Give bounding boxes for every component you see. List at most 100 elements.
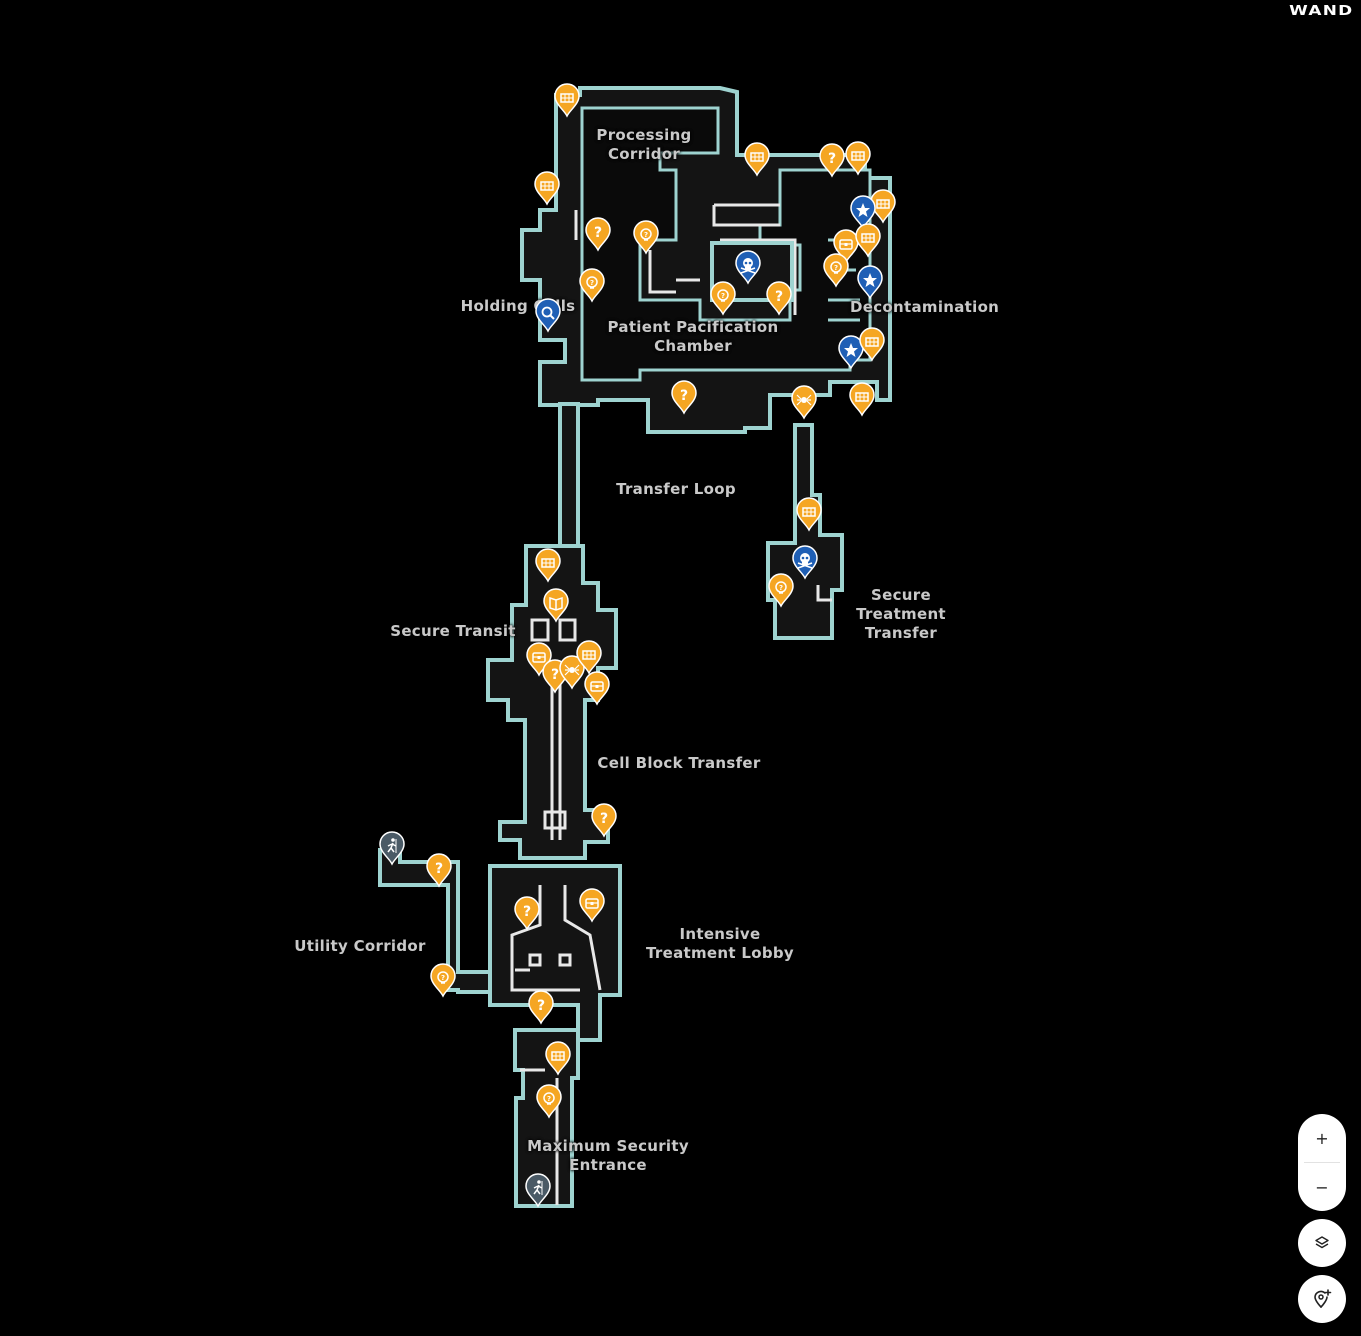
svg-text:?: ? (680, 388, 688, 404)
zoom-divider (1304, 1162, 1340, 1163)
svg-text:?: ? (828, 151, 836, 167)
map-marker-mystery[interactable]: ? (819, 143, 845, 178)
floorplan (378, 86, 892, 1208)
map-marker-mystery[interactable]: ? (671, 380, 697, 415)
region-label-secure-transit: Secure Transit (390, 622, 516, 640)
add-marker-button[interactable] (1298, 1275, 1346, 1323)
lightbulb-icon: ? (640, 228, 652, 241)
question-icon: ? (775, 289, 783, 305)
map-marker-collectible[interactable] (744, 142, 770, 177)
book-icon (549, 596, 563, 611)
add-pin-icon (1314, 1289, 1332, 1308)
region-label-transfer-loop: Transfer Loop (616, 480, 736, 498)
map-marker-mystery[interactable]: ? (514, 896, 540, 931)
map-marker-collectible[interactable] (849, 382, 875, 417)
map-marker-hint[interactable]: ? (633, 220, 659, 255)
region-label-processing-corridor: Processing Corridor (596, 126, 692, 163)
map-marker-objective[interactable] (838, 335, 864, 370)
layers-control (1298, 1219, 1346, 1267)
question-icon: ? (828, 151, 836, 167)
map-marker-collectible[interactable] (545, 1041, 571, 1076)
map-marker-creature[interactable] (791, 385, 817, 420)
question-icon: ? (537, 998, 545, 1014)
question-icon: ? (551, 667, 559, 683)
lightbulb-icon: ? (586, 276, 598, 289)
map-marker-mystery[interactable]: ? (585, 217, 611, 252)
skull-icon (740, 258, 756, 274)
map-marker-collectible[interactable] (870, 189, 896, 224)
zoom-in-button[interactable]: + (1315, 1128, 1329, 1148)
svg-text:?: ? (441, 974, 445, 982)
map-marker-mystery[interactable]: ? (426, 853, 452, 888)
layers-button[interactable] (1298, 1219, 1346, 1267)
question-icon: ? (435, 861, 443, 877)
chest-icon (532, 652, 546, 663)
map-marker-mystery[interactable]: ? (766, 281, 792, 316)
map-marker-collectible[interactable] (855, 223, 881, 258)
svg-text:?: ? (551, 667, 559, 683)
svg-text:?: ? (721, 292, 725, 300)
lightbulb-icon: ? (830, 261, 842, 274)
map-marker-hint[interactable]: ? (536, 1084, 562, 1119)
svg-text:?: ? (775, 289, 783, 305)
map-marker-collectible[interactable] (576, 640, 602, 675)
crate-icon (876, 199, 890, 209)
star-icon (844, 343, 858, 357)
exit-icon (387, 838, 397, 853)
map-marker-loot[interactable] (584, 671, 610, 706)
map-marker-lore[interactable] (543, 588, 569, 623)
map-marker-collectible[interactable] (554, 83, 580, 118)
map-marker-mystery[interactable]: ? (528, 990, 554, 1025)
spider-icon (796, 394, 812, 406)
crate-icon (865, 337, 879, 347)
map-marker-boss[interactable] (735, 250, 761, 285)
region-label-maximum-security-entrance: Maximum Security Entrance (527, 1137, 689, 1174)
crate-icon (861, 233, 875, 243)
map-marker-hint[interactable]: ? (768, 573, 794, 608)
map-marker-creature[interactable] (559, 655, 585, 690)
map-marker-exit[interactable] (525, 1173, 551, 1208)
zoom-control: + − (1298, 1114, 1346, 1211)
svg-text:?: ? (523, 904, 531, 920)
map-marker-exit[interactable] (379, 831, 405, 866)
star-icon (863, 273, 877, 287)
svg-text:?: ? (834, 264, 838, 272)
exit-icon (533, 1180, 543, 1195)
map-marker-hint[interactable]: ? (710, 281, 736, 316)
map-marker-search[interactable] (535, 298, 561, 333)
map-marker-hint[interactable]: ? (823, 253, 849, 288)
map-marker-hint[interactable]: ? (579, 268, 605, 303)
map-marker-boss[interactable] (792, 545, 818, 580)
svg-text:?: ? (435, 861, 443, 877)
svg-text:?: ? (590, 279, 594, 287)
map-marker-collectible[interactable] (859, 327, 885, 362)
region-label-decontamination: Decontamination (850, 298, 1000, 316)
map-marker-objective[interactable] (850, 195, 876, 230)
skull-icon (797, 553, 813, 569)
map-marker-collectible[interactable] (796, 497, 822, 532)
crate-icon (541, 558, 555, 568)
map-marker-collectible[interactable] (845, 141, 871, 176)
region-label-utility-corridor: Utility Corridor (294, 937, 426, 955)
crate-icon (851, 151, 865, 161)
question-icon: ? (680, 388, 688, 404)
region-label-intensive-treatment-lobby: Intensive Treatment Lobby (646, 925, 794, 962)
question-icon: ? (523, 904, 531, 920)
map-marker-loot[interactable] (579, 888, 605, 923)
map-marker-hint[interactable]: ? (430, 963, 456, 998)
question-icon: ? (594, 225, 602, 241)
map-marker-collectible[interactable] (535, 548, 561, 583)
map-marker-mystery[interactable]: ? (591, 803, 617, 838)
chest-icon (590, 681, 604, 692)
zoom-out-button[interactable]: − (1315, 1177, 1329, 1197)
svg-text:?: ? (594, 225, 602, 241)
lightbulb-icon: ? (437, 971, 449, 984)
svg-text:?: ? (600, 811, 608, 827)
svg-text:?: ? (644, 231, 648, 239)
lightbulb-icon: ? (717, 289, 729, 302)
magnifier-icon (541, 306, 555, 320)
chest-icon (839, 239, 853, 250)
map-marker-objective[interactable] (857, 265, 883, 300)
map-marker-collectible[interactable] (534, 171, 560, 206)
